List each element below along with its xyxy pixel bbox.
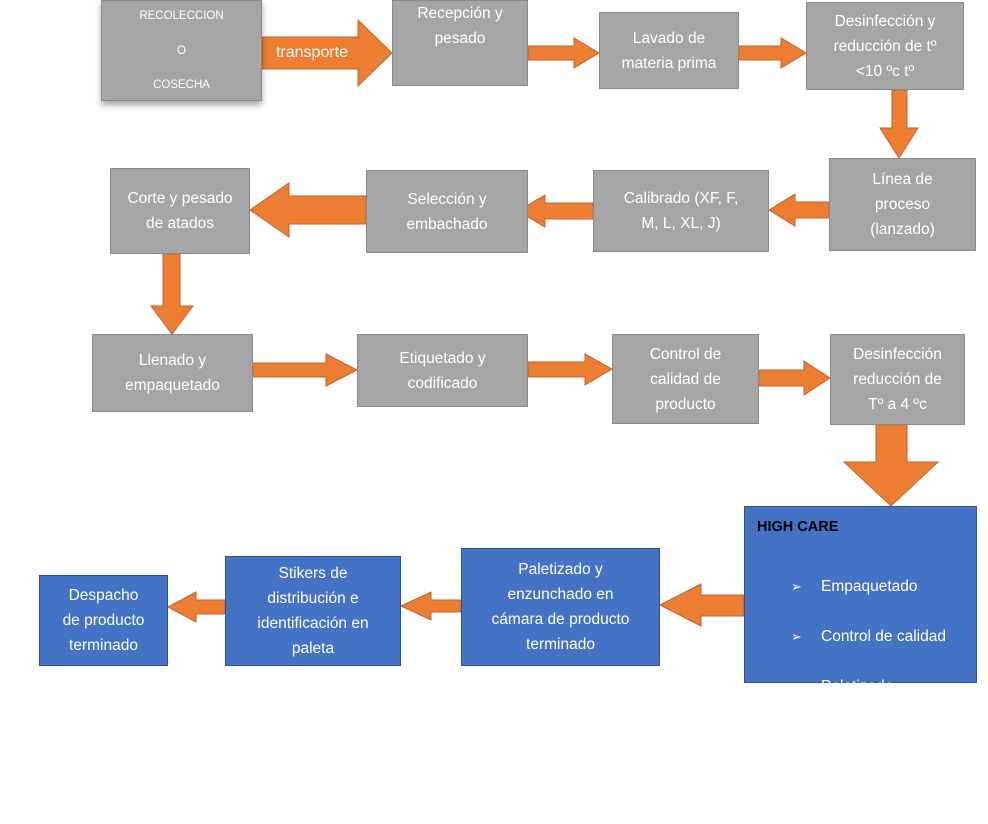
step-calibrado: Calibrado (XF, F, M, L, XL, J) bbox=[593, 170, 769, 252]
arrow-down-llenado bbox=[150, 253, 194, 335]
high-care-box: HIGH CARE ➢Empaquetado ➢Control de calid… bbox=[744, 506, 977, 795]
arrow-bullet-icon: ➢ bbox=[791, 579, 802, 594]
list-item: ➢Codificación de bbox=[791, 724, 946, 749]
high-care-list: ➢Empaquetado ➢Control de calidad ➢Paleti… bbox=[757, 549, 946, 824]
arrow-seleccion-corte bbox=[249, 182, 367, 238]
flow-arrows bbox=[150, 18, 940, 627]
arrow-highcare-paletizado bbox=[658, 583, 745, 627]
step-despacho: Despacho de producto terminado bbox=[39, 575, 168, 666]
step-seleccion: Selección y embachado bbox=[366, 170, 528, 253]
arrow-linea-calibrado bbox=[768, 193, 830, 227]
step-desinfeccion-2: Desinfección reducción de Tº a 4 ºc bbox=[830, 334, 965, 425]
step-etiquetado: Etiquetado y codificado bbox=[357, 334, 528, 407]
arrow-control-desinfeccion bbox=[758, 360, 831, 396]
step-stikers: Stikers de distribución e identificación… bbox=[225, 556, 401, 666]
step-paletizado: Paletizado y enzunchado en cámara de pro… bbox=[461, 548, 660, 666]
start-box: RECOLECCION O COSECHA bbox=[101, 0, 262, 101]
arrow-etiquetado-control bbox=[527, 353, 614, 386]
transport-arrow bbox=[261, 18, 393, 88]
step-lavado: Lavado de materia prima bbox=[599, 12, 739, 89]
list-item: ➢Control de calidad bbox=[791, 624, 946, 649]
list-item-continued: pallets. bbox=[821, 778, 871, 795]
arrow-bullet-icon: ➢ bbox=[791, 679, 802, 694]
transport-label: transporte bbox=[275, 44, 349, 61]
step-desinfeccion-1: Desinfección y reducción de tº <10 ºc tº bbox=[806, 2, 964, 90]
arrow-recepcion-lavado bbox=[527, 37, 600, 69]
arrow-llenado-etiquetado bbox=[252, 353, 359, 387]
arrow-bullet-icon: ➢ bbox=[791, 629, 802, 644]
list-item: ➢Empaquetado bbox=[791, 574, 946, 599]
step-control: Control de calidad de producto bbox=[612, 334, 759, 424]
arrow-paletizado-stikers bbox=[399, 591, 462, 621]
arrow-lavado-desinfeccion bbox=[738, 37, 807, 69]
high-care-title: HIGH CARE bbox=[757, 519, 839, 535]
arrow-calibrado-seleccion bbox=[517, 194, 594, 228]
start-line-1: RECOLECCION bbox=[139, 10, 224, 22]
arrow-stikers-despacho bbox=[166, 591, 226, 623]
arrow-bullet-icon: ➢ bbox=[791, 729, 802, 744]
step-recepcion: Recepción y pesado bbox=[392, 0, 528, 86]
list-item: ➢Paletizado bbox=[791, 674, 946, 699]
step-llenado: Llenado y empaquetado bbox=[92, 334, 253, 412]
start-line-2: O bbox=[177, 44, 186, 57]
step-corte: Corte y pesado de atados bbox=[110, 168, 250, 254]
arrow-down-linea bbox=[879, 89, 919, 159]
start-line-3: COSECHA bbox=[153, 79, 210, 91]
step-linea: Línea de proceso (lanzado) bbox=[829, 158, 976, 251]
arrow-down-highcare bbox=[842, 424, 940, 507]
